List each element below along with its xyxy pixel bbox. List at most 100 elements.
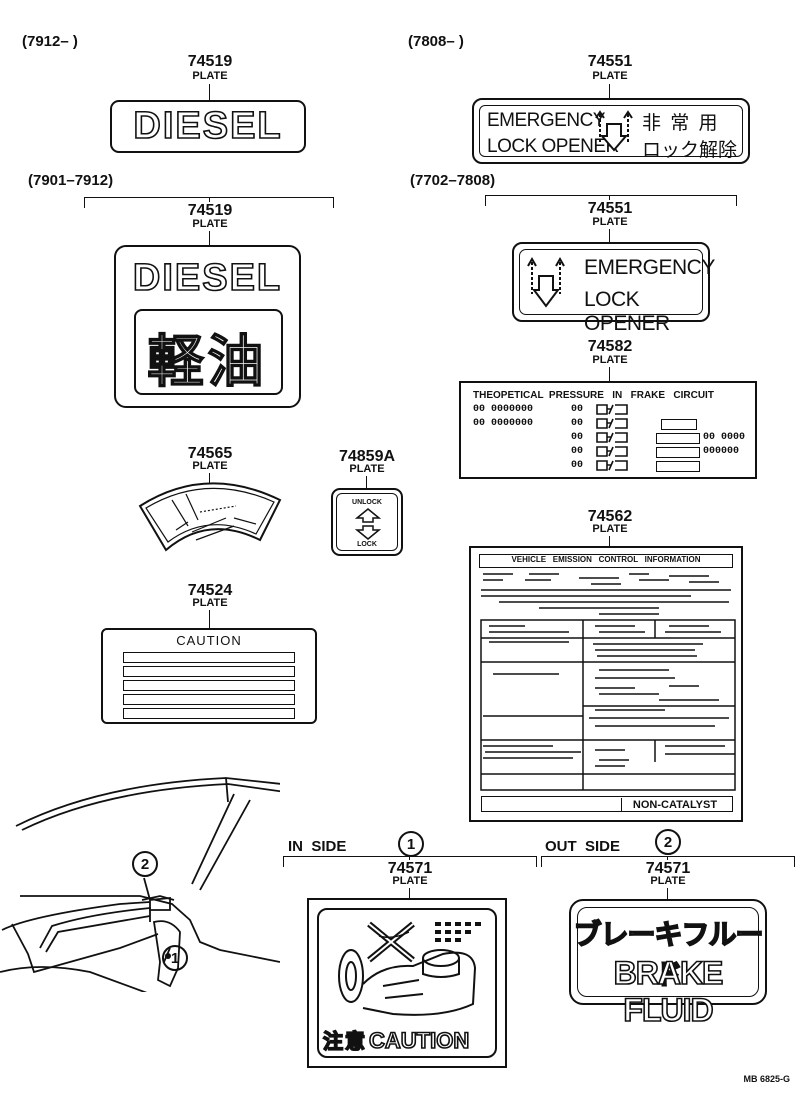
emission-info-table	[480, 573, 736, 791]
pressure-row: 00	[571, 404, 584, 415]
part-number-74582: 74582	[587, 338, 633, 355]
part-number-74565: 74565	[187, 445, 233, 462]
caution-japanese-text: 注意	[322, 1030, 367, 1054]
plate-label: PLATE	[192, 597, 228, 609]
plate-label: PLATE	[592, 523, 628, 535]
pressure-row: 00	[571, 432, 584, 443]
caution-plate-title: CAUTION	[176, 633, 242, 648]
brake-fluid-plate: ブレーキフルード BRAKE FLUID	[569, 899, 767, 1029]
part-number-74859a: 74859A	[338, 448, 396, 465]
in-side-label: IN SIDE	[288, 838, 347, 855]
dashboard-location-illustration	[0, 777, 280, 992]
plate-label: PLATE	[650, 875, 686, 887]
callout-1: 1	[162, 945, 188, 971]
plate-label: PLATE	[592, 70, 628, 82]
hood-release-icon	[595, 110, 633, 152]
leader-line	[609, 195, 610, 200]
japanese-emergency-text: 非 常 用	[642, 113, 720, 134]
in-side-bracket	[283, 856, 537, 867]
curved-switch-plate	[138, 482, 282, 552]
caution-plate: CAUTION	[101, 628, 317, 724]
callout-2: 2	[132, 851, 158, 877]
leader-line	[609, 84, 610, 98]
leader-line	[409, 888, 410, 898]
plate-label: PLATE	[192, 460, 228, 472]
pressure-row: 00	[571, 460, 584, 471]
leader-line	[609, 229, 610, 242]
leader-line	[209, 197, 210, 202]
out-side-number: 2	[655, 829, 681, 855]
diesel-plate-text: DIESEL	[133, 104, 283, 148]
emergency-lock-opener-plate-bilingual: EMERGENCY LOCK OPENER 非 常 用 ロック解除	[472, 98, 750, 164]
brake-fluid-reservoir-icon	[338, 921, 481, 1016]
leader-line	[209, 610, 210, 628]
leader-line	[209, 231, 210, 245]
part-number-74571: 74571	[387, 860, 433, 877]
emergency-text: EMERGENCY	[487, 110, 605, 131]
japanese-lock-release-text: ロック解除	[642, 140, 738, 161]
diagram-reference-code: MB 6825-G	[743, 1074, 790, 1084]
diesel-light-oil-plate: DIESEL 軽油	[114, 245, 301, 408]
range-label-7901-7912: (7901–7912)	[28, 172, 114, 189]
out-side-label: OUT SIDE	[545, 838, 621, 855]
caution-text: CAUTION	[368, 1027, 470, 1054]
range-label-7912: (7912– )	[22, 33, 78, 50]
valve-symbols-icon	[596, 404, 628, 471]
callout-1-number: 1	[162, 945, 188, 971]
part-number-74519: 74519	[187, 202, 233, 219]
hood-release-icon	[527, 256, 565, 308]
plate-label: PLATE	[192, 70, 228, 82]
leader-line	[209, 84, 210, 100]
leader-line	[609, 536, 610, 546]
pressure-value: 000000	[703, 446, 740, 457]
plate-label: PLATE	[392, 875, 428, 887]
leader-line	[409, 856, 410, 860]
pressure-plate-title: THEOPETICAL PRESSURE IN FRAKE CIRCUIT	[473, 390, 714, 401]
pressure-value: 00 0000	[703, 432, 746, 443]
out-side-bracket	[541, 856, 795, 867]
emission-control-plate: VEHICLE EMISSION CONTROL INFORMATION NON…	[469, 546, 743, 822]
brake-fluid-text: BRAKE FLUID	[613, 954, 724, 1029]
part-number-74519: 74519	[187, 53, 233, 70]
leader-line	[366, 476, 367, 488]
brake-fluid-caution-plate: 注意 CAUTION	[307, 898, 507, 1068]
range-label-7808: (7808– )	[408, 33, 464, 50]
emergency-lock-opener-plate: EMERGENCY LOCK OPENER	[512, 242, 715, 335]
leader-line	[209, 473, 210, 491]
pressure-row: 00	[571, 446, 584, 457]
up-down-arrows-icon	[355, 508, 381, 540]
pressure-row: 00 0000000	[473, 404, 534, 415]
diesel-text: DIESEL	[132, 256, 283, 300]
lock-text: LOCK	[357, 541, 377, 548]
pressure-row: 00 0000000	[473, 418, 534, 429]
brake-pressure-plate: THEOPETICAL PRESSURE IN FRAKE CIRCUIT 00…	[459, 381, 757, 479]
non-catalyst-label: NON-CATALYST	[621, 798, 728, 812]
part-number-74524: 74524	[187, 582, 233, 599]
in-side-number-text: 1	[398, 831, 424, 857]
in-side-number: 1	[398, 831, 424, 857]
range-bracket	[485, 195, 737, 206]
callout-2-number: 2	[132, 851, 158, 877]
plate-label: PLATE	[592, 216, 628, 228]
part-number-74571: 74571	[645, 860, 691, 877]
part-number-74551: 74551	[587, 200, 633, 217]
lock-opener-text: LOCK OPENER	[584, 288, 670, 335]
lock-opener-text: LOCK OPENER	[487, 136, 619, 157]
diesel-plate: DIESEL	[110, 100, 306, 153]
part-number-74551: 74551	[587, 53, 633, 70]
plate-label: PLATE	[192, 218, 228, 230]
range-label-7702-7808: (7702–7808)	[410, 172, 496, 189]
part-number-74562: 74562	[587, 508, 633, 525]
out-side-number-text: 2	[655, 829, 681, 855]
emission-plate-title: VEHICLE EMISSION CONTROL INFORMATION	[511, 555, 701, 564]
light-oil-japanese-text: 軽油	[147, 329, 268, 394]
pressure-row: 00	[571, 418, 584, 429]
plate-label: PLATE	[592, 354, 628, 366]
brake-fluid-japanese-text: ブレーキフルード	[573, 918, 765, 991]
leader-line	[609, 367, 610, 381]
door-lock-plate: UNLOCK LOCK	[331, 488, 403, 556]
leader-line	[667, 856, 668, 860]
emergency-text: EMERGENCY	[584, 256, 715, 279]
leader-line	[667, 888, 668, 899]
plate-label: PLATE	[349, 463, 385, 475]
